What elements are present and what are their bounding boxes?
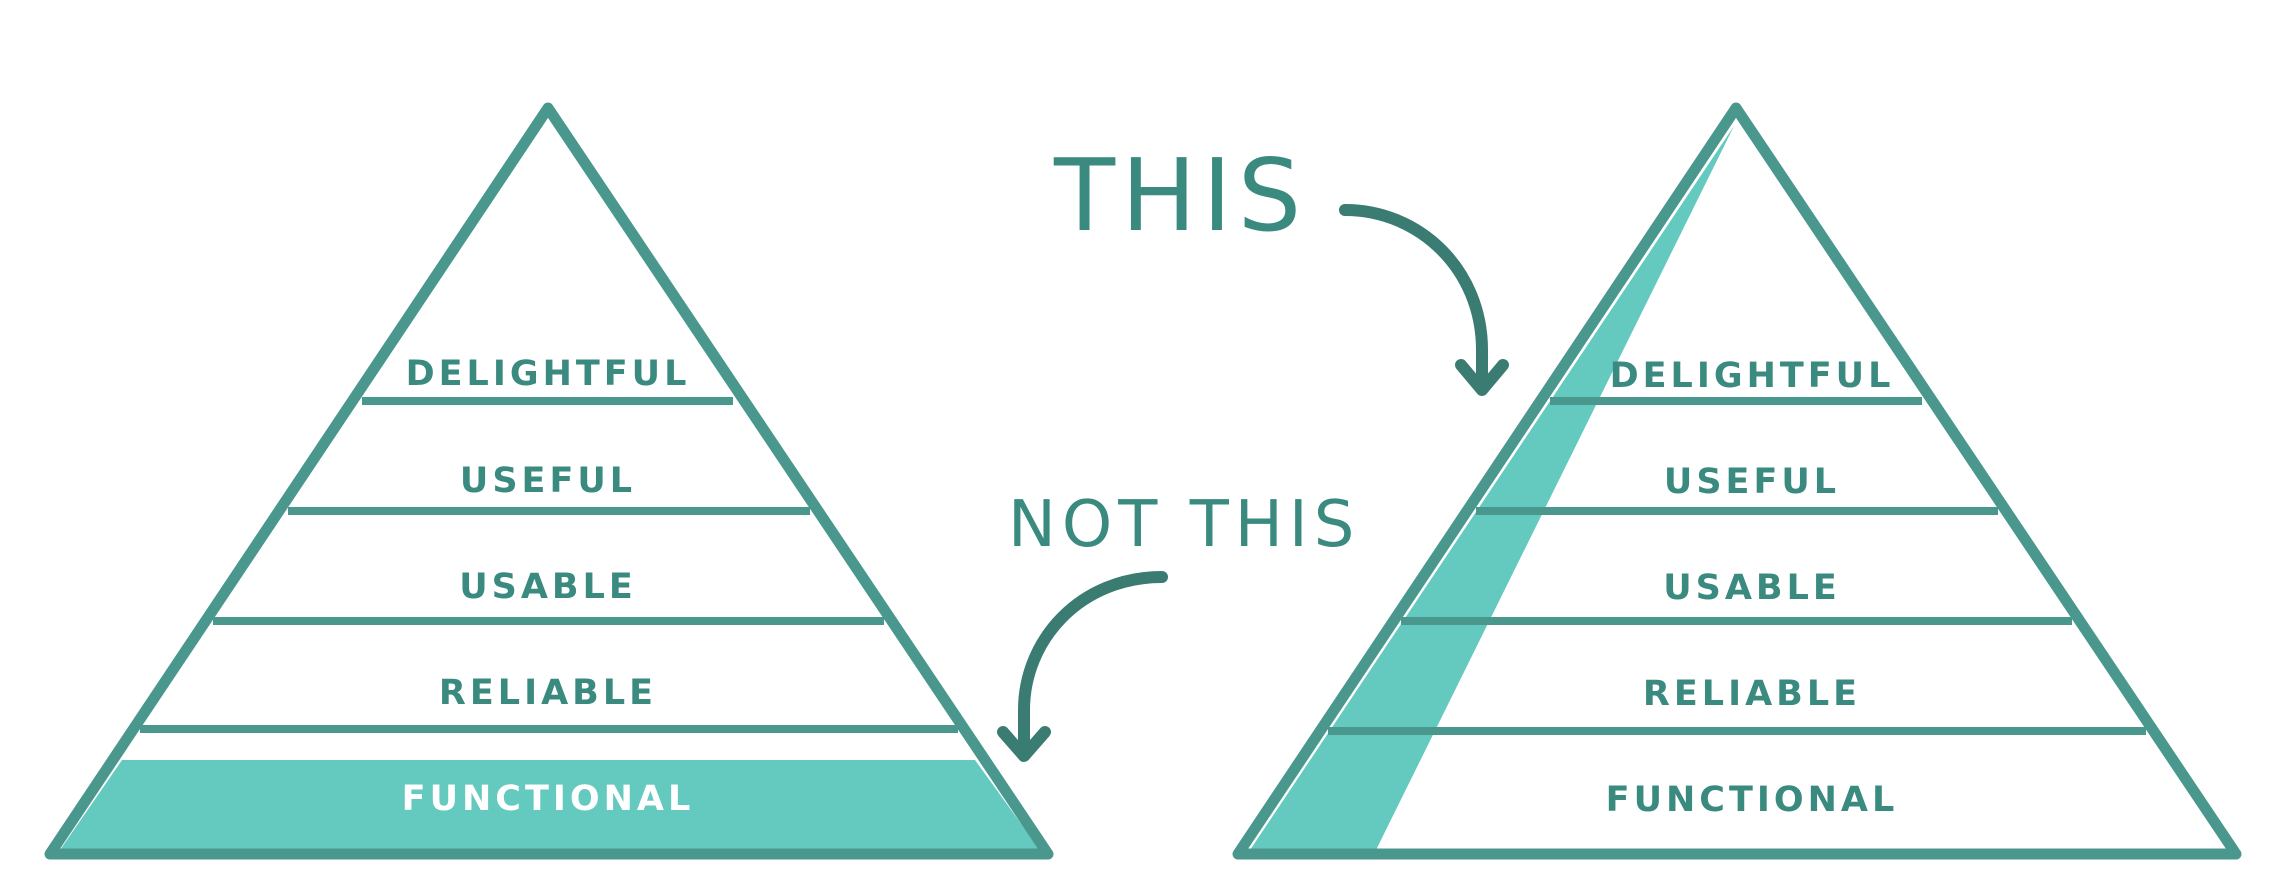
caption-this: THIS [1053,137,1307,254]
right-layer-delightful: DELIGHTFUL [1610,356,1895,396]
right-layer-useful: USEFUL [1664,462,1840,502]
left-layer-useful: USEFUL [460,461,636,501]
left-pyramid-outline [44,102,1054,860]
right-pyramid-outline [1232,102,2242,860]
right-layer-reliable: RELIABLE [1643,674,1861,714]
right-slice-fill [1250,126,1734,850]
right-layer-usable: USABLE [1663,568,1841,608]
not-this-arrowhead-icon [997,726,1051,762]
right-layer-functional: FUNCTIONAL [1606,780,1899,820]
this-arrowhead-icon [1455,359,1509,396]
left-functional-fill [60,760,1040,850]
not-this-arrow [1018,571,1168,754]
caption-not-this: NOT THIS [1008,488,1360,562]
left-layer-functional: FUNCTIONAL [402,779,695,819]
left-layer-delightful: DELIGHTFUL [406,354,691,394]
right-pyramid: DELIGHTFUL USEFUL USABLE RELIABLE FUNCTI… [1232,102,2242,860]
left-layer-reliable: RELIABLE [439,673,657,713]
this-arrow [1339,204,1488,391]
left-pyramid: DELIGHTFUL USEFUL USABLE RELIABLE FUNCTI… [44,102,1054,860]
left-layer-usable: USABLE [459,567,637,607]
